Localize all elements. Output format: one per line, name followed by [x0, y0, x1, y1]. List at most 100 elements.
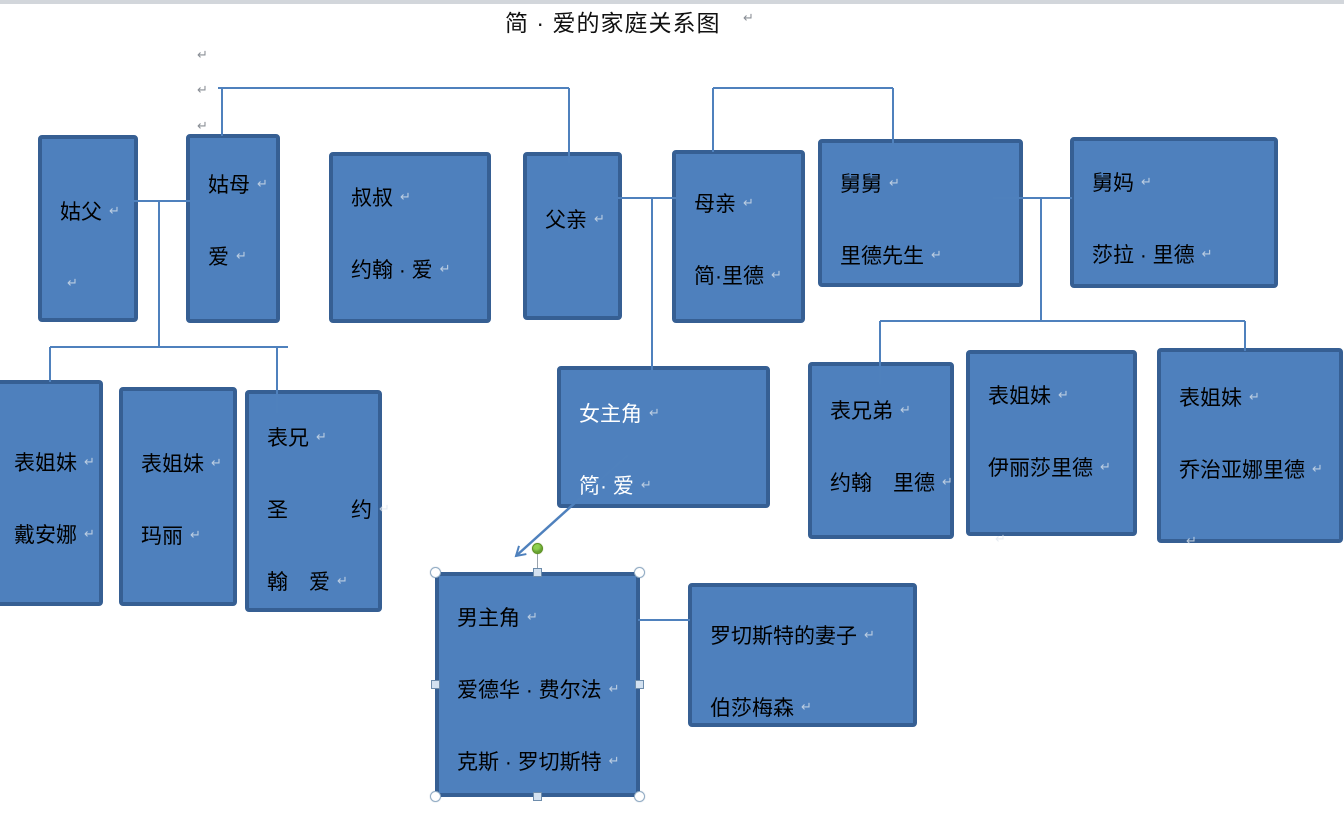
paragraph-mark-icon: ↵: [109, 203, 120, 218]
node-aunt-husband[interactable]: 姑父 ↵ ↵: [38, 135, 138, 322]
paragraph-mark-icon: ↵: [864, 627, 875, 642]
node-heroine-jane-eyre[interactable]: 女主角 ↵ 简· 爱 ↵: [557, 366, 770, 508]
box-text-line: 里德先生↵: [840, 219, 1017, 291]
box-text-line: 乔治亚娜里德 ↵: [1179, 433, 1337, 505]
node-cousin-john-reed[interactable]: 表兄弟↵约翰 里德↵: [808, 362, 954, 539]
node-aunt-eyre[interactable]: 姑母↵爱↵: [186, 134, 280, 323]
box-text-line: 伊丽莎里德↵: [988, 431, 1131, 503]
paragraph-mark-icon: ↵: [942, 474, 953, 489]
box-text-line: 表姐妹↵: [14, 426, 97, 498]
paragraph-mark-icon: ↵: [257, 176, 268, 191]
box-text: 表姐妹: [988, 385, 1051, 408]
page-title: 简 · 爱的家庭关系图: [505, 10, 721, 36]
paragraph-mark-icon: ↵: [594, 211, 605, 226]
paragraph-mark-icon: ↵: [316, 429, 327, 444]
node-aunt-sarah-reed[interactable]: 舅妈 ↵莎拉 · 里德↵: [1070, 137, 1278, 288]
paragraph-mark-icon: ↵: [743, 195, 754, 210]
box-text: 男主角: [457, 607, 520, 630]
node-mother-jane-reed[interactable]: 母亲↵简·里德↵: [672, 150, 805, 323]
box-text-line: 简·里德 ↵: [694, 239, 799, 311]
paragraph-mark-icon: ↵: [1058, 387, 1069, 402]
paragraph-mark-icon: ↵: [1312, 461, 1323, 476]
box-text-line: 姑父 ↵: [60, 175, 132, 247]
node-hero-rochester[interactable]: 男主角↵爱德华 · 费尔法↵克斯 · 罗切斯特↵: [435, 572, 640, 797]
box-text-line: 女主角 ↵: [579, 377, 764, 449]
box-text: 姑母: [208, 174, 250, 197]
paragraph-mark-icon: ↵: [1186, 533, 1197, 548]
node-uncle-john-eyre[interactable]: 叔叔↵约翰 · 爱↵: [329, 152, 491, 323]
box-text: 爱德华 · 费尔法: [457, 679, 602, 702]
paragraph-mark-icon: ↵: [640, 477, 652, 492]
rotate-handle[interactable]: [532, 543, 543, 554]
box-text-line: 叔叔↵: [351, 161, 485, 233]
box-text-line: 表姐妹 ↵: [1179, 361, 1337, 433]
box-text-line: 男主角 ↵: [457, 581, 634, 653]
paragraph-mark-icon: ↵: [1201, 246, 1213, 261]
box-text-line: 莎拉 · 里德↵: [1092, 218, 1272, 290]
resize-handle-middle-left[interactable]: [431, 680, 440, 689]
paragraph-mark-icon: ↵: [84, 454, 95, 469]
resize-handle-bottom-center[interactable]: [533, 792, 542, 801]
paragraph-mark-icon: ↵: [84, 526, 95, 541]
box-text-line: 罗切斯特的妻子 ↵: [710, 599, 911, 671]
paragraph-mark-icon: ↵: [211, 455, 222, 470]
box-text: 乔治亚娜里德: [1179, 459, 1305, 482]
paragraph-mark-icon: ↵: [67, 275, 78, 290]
paragraph-mark-icon: ↵: [801, 699, 812, 714]
box-text: 戴安娜: [14, 524, 77, 547]
box-text-line: 圣 约↵: [267, 473, 390, 545]
paragraph-mark-icon: ↵: [527, 609, 538, 624]
resize-handle-bottom-left[interactable]: [430, 791, 441, 802]
paragraph-mark-icon: ↵: [889, 175, 900, 190]
paragraph-mark-icon: ↵: [743, 10, 754, 25]
node-cousin-diana[interactable]: 表姐妹↵ 戴安娜 ↵: [0, 380, 103, 606]
paragraph-mark-icon: ↵: [1249, 389, 1260, 404]
box-text-line: 爱↵: [208, 220, 274, 292]
paragraph-mark-icon: ↵: [900, 402, 911, 417]
node-cousin-st-john-eyre[interactable]: 表兄↵圣 约↵翰 爱↵: [245, 390, 390, 612]
box-text-line: ↵: [988, 503, 1131, 575]
paragraph-mark-icon: ↵: [649, 405, 660, 420]
box-text: 父亲: [545, 209, 587, 232]
resize-handle-middle-right[interactable]: [635, 680, 644, 689]
node-uncle-mr-reed[interactable]: 舅舅↵里德先生↵: [818, 139, 1023, 287]
box-text-line: 表姐妹 ↵: [141, 427, 231, 499]
box-text: 女主角: [579, 403, 642, 426]
box-text: 表兄弟: [830, 400, 893, 423]
box-text: 表姐妹: [141, 453, 204, 476]
box-text: 简·里德: [694, 265, 764, 288]
box-text: 舅妈: [1092, 172, 1134, 195]
box-text: 简· 爱: [579, 475, 634, 498]
paragraph-mark-icon: ↵: [608, 681, 620, 696]
rotate-handle-stem: [537, 554, 538, 569]
paragraph-mark-icon: ↵: [608, 753, 620, 768]
resize-handle-top-center[interactable]: [533, 568, 542, 577]
paragraph-mark-icon: ↵: [995, 531, 1006, 546]
node-cousin-eliza-reed[interactable]: 表姐妹 ↵ 伊丽莎里德↵ ↵: [966, 350, 1137, 546]
node-father[interactable]: 父亲 ↵: [523, 152, 622, 320]
box-text: 舅舅: [840, 173, 882, 196]
paragraph-mark-icon: ↵: [197, 118, 208, 133]
box-text-line: ↵: [1179, 505, 1337, 577]
paragraph-mark-icon: ↵: [190, 527, 201, 542]
resize-handle-top-left[interactable]: [430, 567, 441, 578]
node-cousin-georgiana-reed[interactable]: 表姐妹 ↵ 乔治亚娜里德 ↵ ↵: [1157, 348, 1343, 548]
paragraph-mark-icon: ↵: [197, 47, 208, 62]
box-text: 姑父: [60, 201, 102, 224]
box-text-line: 表兄弟 ↵: [830, 374, 948, 446]
box-text: 爱: [208, 246, 229, 269]
paragraph-mark-icon: ↵: [379, 501, 390, 516]
box-text-line: 戴安娜 ↵: [14, 498, 97, 570]
box-text-line: 简· 爱 ↵: [579, 449, 764, 521]
paragraph-mark-icon: ↵: [236, 248, 247, 263]
box-text: 表姐妹: [1179, 387, 1242, 410]
box-text: 罗切斯特的妻子: [710, 625, 857, 648]
node-cousin-mary[interactable]: 表姐妹↵玛丽↵: [119, 387, 237, 606]
paragraph-mark-icon: ↵: [439, 261, 451, 276]
resize-handle-top-right[interactable]: [634, 567, 645, 578]
resize-handle-bottom-right[interactable]: [634, 791, 645, 802]
node-rochester-wife-bertha[interactable]: 罗切斯特的妻子↵伯莎梅森↵: [688, 583, 917, 727]
box-text: 伊丽莎里德: [988, 457, 1093, 480]
box-text-line: 表兄↵: [267, 401, 376, 473]
paragraph-mark-icon: ↵: [771, 267, 782, 282]
